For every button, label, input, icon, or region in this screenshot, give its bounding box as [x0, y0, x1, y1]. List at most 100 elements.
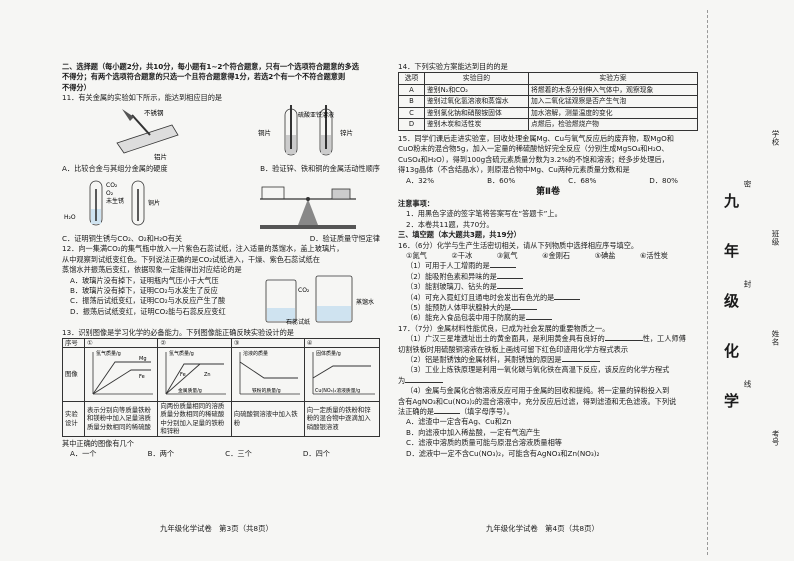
- graph2-fe: Zn: [204, 372, 211, 378]
- q17-item-4b: 含有AgNO₃和Cu(NO₃)₂的混合溶液中，充分反应后过滤，得到滤渣和无色滤液…: [398, 396, 677, 406]
- q11-figures-top: 不锈钢 铝片 铜片 硫酸亚铁溶液 锌片: [62, 104, 380, 163]
- q17-option-c[interactable]: C．滤液中溶质的质量可能与原混合溶液质量相等: [406, 438, 562, 448]
- copper-label: 铜片: [258, 128, 271, 137]
- stainless-label: 不锈钢: [144, 108, 164, 117]
- q16-blank-3[interactable]: [496, 282, 523, 290]
- graph1-ylabel: 氢气质量/g: [96, 350, 121, 357]
- q17-blank-3[interactable]: [405, 376, 444, 383]
- q14-row-d-plan: 点燃后，检验燃烧产物: [528, 118, 698, 131]
- activity-order-figure: 铜片 硫酸亚铁溶液 锌片: [230, 104, 380, 161]
- q14-row-d[interactable]: D 鉴别木炭和活性炭 点燃后，检验燃烧产物: [398, 118, 698, 131]
- class-label: 班级: [771, 230, 780, 246]
- rust-figure: CO₂ O₂ H₂O 未生锈 铜片: [62, 175, 212, 231]
- q17-item-4: （4）金属与金属化合物溶液反应可用于金属的回收和提纯。将一定量的锌粉投入到: [406, 386, 670, 396]
- bottle-co2-label: CO₂: [298, 287, 310, 294]
- q13-option-d[interactable]: D．四个: [302, 448, 330, 458]
- mass-conservation-svg: [260, 186, 356, 230]
- q17-option-b[interactable]: B．向滤液中加入稀盐酸，一定有气泡产生: [406, 427, 541, 437]
- q11-option-b[interactable]: B．验证锌、铁和铜的金属活动性顺序: [260, 163, 380, 173]
- graph2-svg: 氢气质量/g Fe Zn 金属质量/g: [165, 350, 227, 395]
- q17-item-1c: 切割铁板时用硫酸铜溶液在铁板上画线可留下红色印迹用化学方程式表示: [398, 344, 629, 354]
- q16-item-4: （4）可充入霓虹灯且通电时会发出有色光的是: [398, 293, 698, 303]
- q15-line3: CuSO₄和H₂O），得到100g含硫元素质量分数为3.2%的不饱和溶液；经多步…: [398, 154, 669, 164]
- q13-header-3: ③: [230, 338, 305, 349]
- q16-choice-4: ④金刚石: [542, 250, 571, 260]
- q17-item-4c-text: 法正确的是: [398, 407, 434, 417]
- unrusted-label: 未生锈: [106, 197, 124, 205]
- q14-row-c-key: C: [398, 106, 425, 120]
- q12-option-d[interactable]: D．振荡后试纸变红，证明CO₂能与石蕊反应变红: [70, 306, 226, 316]
- q17-item-4d-text: （填字母序号）。: [459, 407, 514, 417]
- graph4-xlabel: Cu(NO₃)₂溶液质量/g: [315, 387, 360, 394]
- q13-graph-4: 固体质量/g Cu(NO₃)₂溶液质量/g: [303, 347, 381, 402]
- q15-option-b[interactable]: B．60%: [487, 175, 516, 185]
- q13-option-c[interactable]: C．三个: [225, 448, 252, 458]
- q12-line1: 12．向一集满CO₂的集气瓶中放入一片紫色石蕊试纸，注入适量的蒸馏水，盖上玻璃片…: [62, 244, 344, 254]
- q16-item-6-text: （6）能充入食品包装中用于防腐的是: [406, 313, 526, 323]
- q16-item-6: （6）能充入食品包装中用于防腐的是: [398, 313, 698, 323]
- q17-blank-1[interactable]: [604, 334, 643, 342]
- q11-stem: 11．有关金属的实验如下所示，能达到相应目的是: [62, 93, 223, 103]
- q12-option-b[interactable]: B．玻璃片没有掉下，证明CO₂与水发生了反应: [70, 286, 218, 296]
- q16-choice-2: ②干冰: [451, 250, 473, 260]
- aluminum-label: 铝片: [154, 152, 167, 161]
- q13-table: 序号 ① ② ③ ④ 图像 氢气质量/g Mg Fe: [62, 338, 381, 437]
- o2-label: O₂: [106, 190, 114, 197]
- q16-blank-1[interactable]: [489, 261, 516, 269]
- rust-svg: CO₂ O₂ H₂O 未生锈 铜片: [64, 180, 160, 226]
- right-column: 14．下列实验方案能达到目的的是 选项 实验目的 实验方案 A 鉴别N₂和CO₂…: [398, 62, 698, 459]
- q11-option-d[interactable]: D．验证质量守恒定律: [309, 234, 380, 244]
- q13-graph-row-label: 图像: [62, 347, 85, 402]
- section3-title: 三、填空题（本大题共3题，共19分）: [398, 230, 521, 240]
- q16-item-5-text: （5）能预防人体甲状腺肿大的是: [406, 303, 512, 312]
- distilled-water-label: 蒸馏水: [356, 298, 374, 306]
- q14-row-a[interactable]: A 鉴别N₂和CO₂ 将燃着的木条分别伸入气体中，观察现象: [398, 83, 698, 97]
- q16-stem: 16．（6分）化学与生产生活密切相关，请从下列物质中选择相应序号填空。: [398, 240, 639, 250]
- note-1: 1．用黑色字迹的签字笔将答案写在“答题卡”上。: [406, 209, 562, 219]
- q13-graph-3: 溶液的质量 铁粉的质量/g: [230, 347, 305, 402]
- q15-option-c[interactable]: C．68%: [568, 175, 597, 185]
- alloy-hardness-svg: 不锈钢 铝片: [116, 108, 179, 161]
- q16-blank-4[interactable]: [554, 293, 581, 300]
- q12-line2: 从中观察到试纸变红色。下列说法正确的是CO₂试纸进入，干燥、紫色石蕊试纸在: [62, 254, 320, 264]
- q14-header-plan: 实验方案: [528, 72, 698, 85]
- q14-row-c[interactable]: C 鉴别氯化钠和硝酸铵固体 加水溶解，测量温度的变化: [398, 106, 698, 120]
- q15-option-a[interactable]: A．32%: [406, 175, 435, 185]
- q15-line2: CuO粉末的混合物5g，加入一定量的稀硫酸恰好完全反应（分别生成MgSO₄和H₂…: [398, 144, 669, 154]
- q11-option-c[interactable]: C．证明铜生锈与CO₂、O₂和H₂O有关: [62, 234, 183, 244]
- q17-option-a[interactable]: A．滤渣中一定含有Ag、Cu和Zn: [406, 417, 512, 427]
- graph3-ylabel: 溶液的质量: [243, 350, 268, 357]
- q16-blank-6[interactable]: [525, 313, 552, 321]
- q17-item-3: （3）工业上炼铁原理是利用一氧化碳与氧化铁在高温下反应，该反应的化学方程式: [406, 365, 670, 375]
- q14-row-b-key: B: [398, 95, 425, 108]
- q14-table: 选项 实验目的 实验方案 A 鉴别N₂和CO₂ 将燃着的木条分别伸入气体中，观察…: [398, 72, 698, 131]
- q14-row-a-key: A: [398, 83, 425, 97]
- q12-option-c[interactable]: C．振荡后试纸变红，证明CO₂与水反应产生了酸: [70, 296, 226, 306]
- q13-option-b[interactable]: B．两个: [147, 448, 175, 458]
- q15-option-d[interactable]: D．80%: [649, 175, 678, 185]
- graph3-svg: 溶液的质量 铁粉的质量/g: [239, 350, 300, 395]
- q14-row-b[interactable]: B 鉴别过氧化氢溶液和蒸馏水 加入二氧化锰观察是否产生气泡: [398, 95, 698, 108]
- q11-cd-options: C．证明铜生锈与CO₂、O₂和H₂O有关 D．验证质量守恒定律: [62, 234, 380, 244]
- q13-graph-1: 氢气质量/g Mg Fe: [83, 347, 159, 402]
- q15-line4: 得13g晶体（不含结晶水），则原混合物中Mg、Cu两种元素质量分数和是: [398, 165, 630, 175]
- q13-option-a[interactable]: A．一个: [70, 448, 97, 458]
- q14-header-option: 选项: [398, 72, 425, 85]
- q11-option-a[interactable]: A．比较合金与其组分金属的硬度: [62, 163, 168, 173]
- q16-blank-2[interactable]: [496, 272, 523, 279]
- q12-option-a[interactable]: A．玻璃片没有掉下，证明瓶内气压小于大气压: [70, 275, 219, 285]
- co2-label: CO₂: [106, 182, 118, 189]
- q16-item-3-text: （3）能割玻璃刀、钻头的是: [406, 282, 497, 292]
- q17-blank-2[interactable]: [561, 355, 600, 363]
- q17-blank-4[interactable]: [433, 407, 460, 415]
- q17-option-d[interactable]: D．滤液中一定不含Cu(NO₃)₂，可能含有AgNO₃和Zn(NO₃)₂: [406, 448, 600, 458]
- graph1-svg: 氢气质量/g Mg Fe: [92, 350, 153, 395]
- q13-design-3: 向硫酸铜溶液中加入铁粉: [230, 400, 305, 437]
- q14-row-a-plan: 将燃着的木条分别伸入气体中，观察现象: [528, 83, 698, 97]
- graph2-xlabel: 金属质量/g: [178, 387, 202, 394]
- exam-number-label: 考号: [771, 430, 780, 446]
- zinc-label: 锌片: [340, 128, 353, 137]
- q16-blank-5[interactable]: [511, 303, 538, 310]
- co2-bottle-figure: CO₂ 石蕊试纸 蒸馏水: [265, 275, 374, 326]
